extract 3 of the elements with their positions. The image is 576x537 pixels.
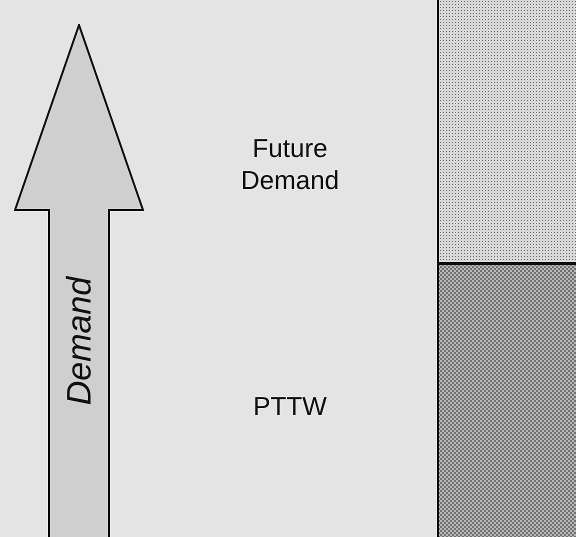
arrow-text: Demand: [62, 276, 96, 406]
label-text: Future Demand: [240, 132, 340, 196]
label-text: PTTW: [253, 390, 327, 422]
